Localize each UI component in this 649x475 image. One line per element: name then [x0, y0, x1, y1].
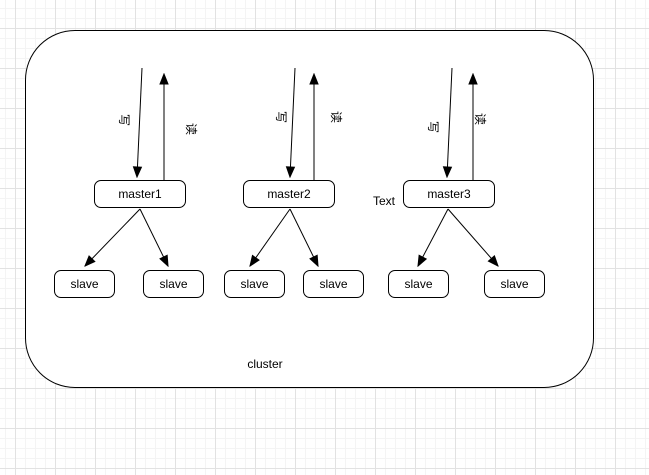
edge-master3-slave5[interactable]	[418, 208, 449, 266]
node-master2-label: master2	[267, 187, 311, 201]
edge-master1-slave1[interactable]	[85, 208, 141, 266]
node-master1-label: master1	[118, 187, 162, 201]
edge-master3-slave6[interactable]	[447, 208, 498, 266]
node-master2[interactable]: master2	[243, 180, 335, 208]
node-slave-6-label: slave	[500, 277, 529, 291]
node-slave-3-label: slave	[240, 277, 269, 291]
node-slave-1[interactable]: slave	[54, 270, 115, 298]
node-slave-5-label: slave	[404, 277, 433, 291]
node-slave-2-label: slave	[159, 277, 188, 291]
write-label-master3[interactable]: 写	[426, 120, 440, 134]
edge-master2-slave3[interactable]	[250, 208, 291, 266]
edge-write-master3[interactable]	[447, 67, 453, 177]
edge-master2-slave4[interactable]	[289, 208, 318, 266]
node-slave-2[interactable]: slave	[143, 270, 204, 298]
node-slave-4-label: slave	[319, 277, 348, 291]
node-slave-3[interactable]: slave	[224, 270, 285, 298]
write-label-master1[interactable]: 写	[117, 113, 131, 127]
read-label-master1[interactable]: 读	[184, 122, 198, 136]
edge-master1-slave2[interactable]	[139, 208, 168, 266]
node-slave-6[interactable]: slave	[484, 270, 545, 298]
node-master3[interactable]: master3	[403, 180, 495, 208]
node-slave-4[interactable]: slave	[303, 270, 364, 298]
floating-text-label[interactable]: Text	[372, 194, 396, 208]
edge-write-master1[interactable]	[137, 67, 143, 177]
cluster-container[interactable]	[25, 30, 594, 388]
node-master1[interactable]: master1	[94, 180, 186, 208]
node-master3-label: master3	[427, 187, 471, 201]
edge-write-master2[interactable]	[290, 67, 296, 177]
write-label-master2[interactable]: 写	[274, 110, 288, 124]
node-slave-5[interactable]: slave	[388, 270, 449, 298]
read-label-master3[interactable]: 读	[473, 112, 487, 126]
cluster-label[interactable]: cluster	[247, 357, 283, 371]
read-label-master2[interactable]: 读	[329, 110, 343, 124]
node-slave-1-label: slave	[70, 277, 99, 291]
